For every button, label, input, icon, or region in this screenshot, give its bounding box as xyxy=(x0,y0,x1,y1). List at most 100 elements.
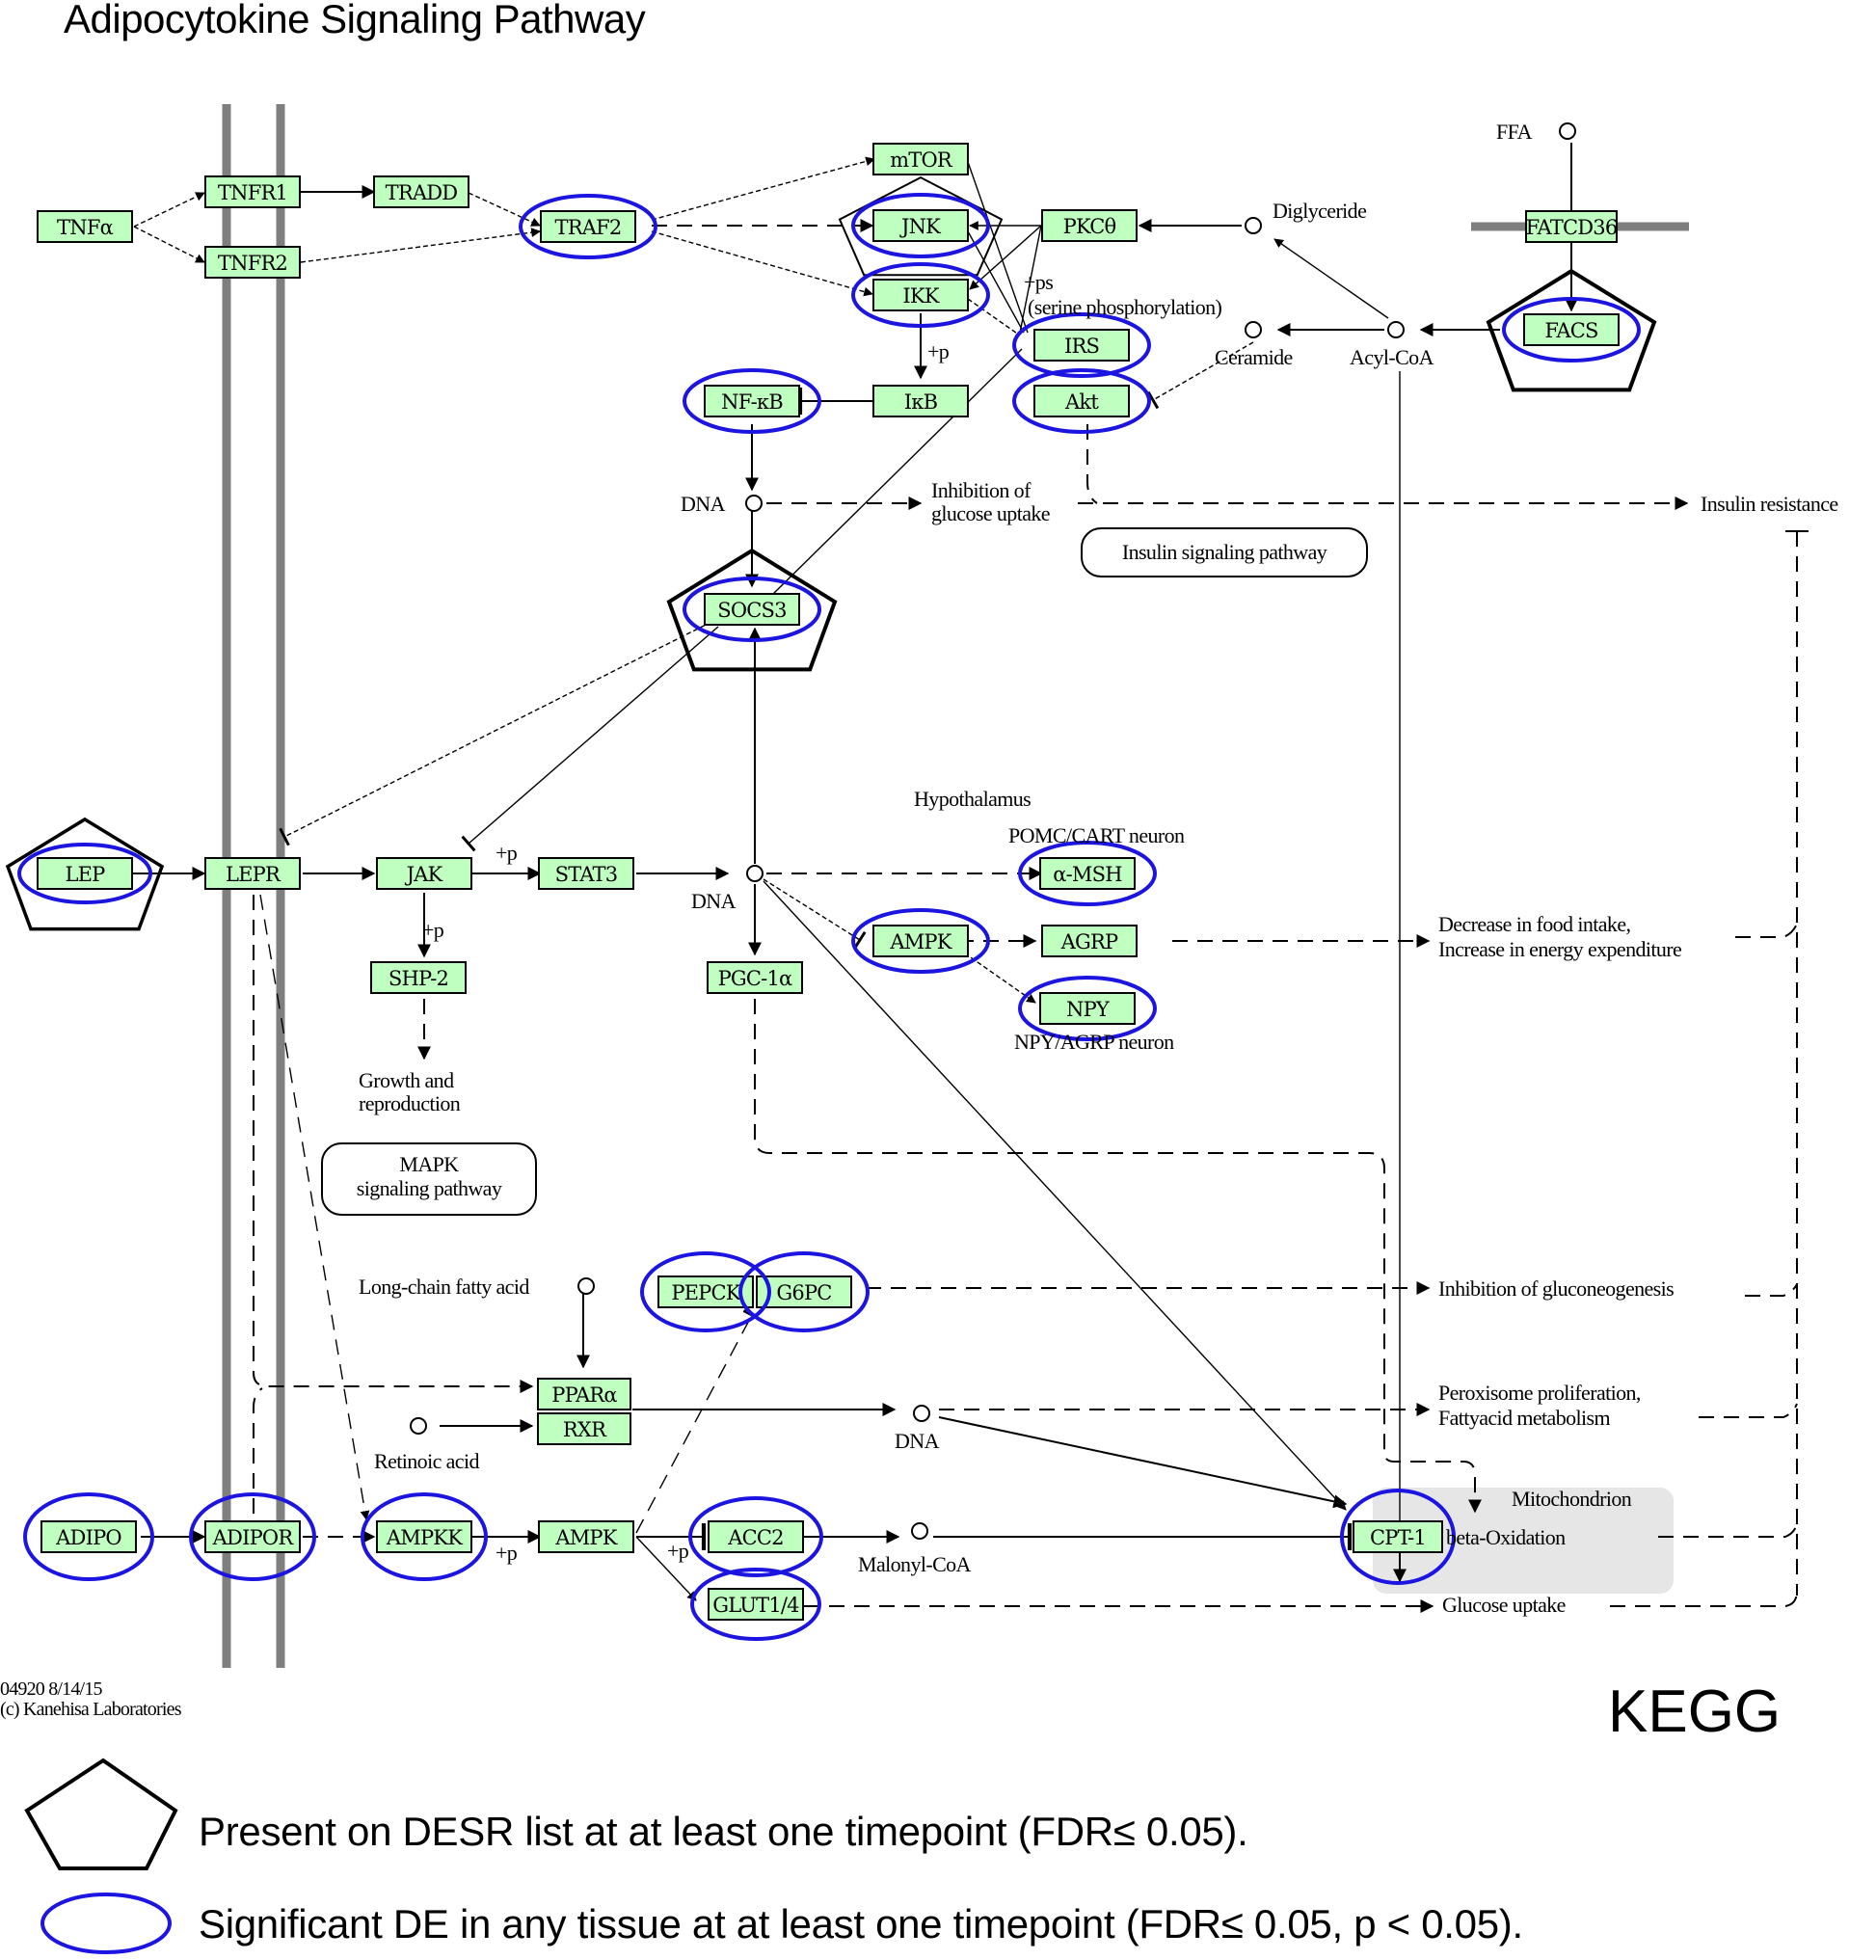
gene-box xyxy=(204,1520,301,1553)
edge-tradd-traf2 xyxy=(468,192,541,227)
compound-malonyl[interactable]: Malonyl-CoA xyxy=(858,1522,972,1576)
gene-node-jak[interactable]: JAK xyxy=(376,857,472,890)
compound-label: Retinoic acid xyxy=(374,1449,479,1473)
gene-label: TNFR2 xyxy=(218,252,287,275)
gene-label: IRS xyxy=(1064,335,1099,358)
gene-node-agrp[interactable]: AGRP xyxy=(1041,925,1138,957)
link-insulin-signaling-pathway[interactable]: Insulin signaling pathway xyxy=(1081,527,1368,577)
pathway-diagram: Insulin signaling pathway MAPK signaling… xyxy=(5,104,1838,1668)
gene-node-ppara[interactable]: PPARα xyxy=(537,1378,631,1410)
gene-node-socs3[interactable]: SOCS3 xyxy=(704,593,800,626)
gene-box xyxy=(40,1520,137,1553)
compound-dna2[interactable]: DNA xyxy=(691,865,764,913)
gene-node-tnfa[interactable]: TNFα xyxy=(37,210,133,243)
edge-gluconeo-column xyxy=(1745,1283,1798,1297)
gene-label: JNK xyxy=(899,215,941,238)
gene-node-lep[interactable]: LEP xyxy=(37,857,133,890)
desr-pentagon-marks xyxy=(5,175,1657,931)
gene-node-fatcd36[interactable]: FATCD36 xyxy=(1525,210,1619,243)
label-p-jak: +p xyxy=(496,841,518,865)
compound-retinoic[interactable]: Retinoic acid xyxy=(374,1417,480,1473)
gene-node-amsh[interactable]: α-MSH xyxy=(1039,857,1136,890)
edge-traf2-mtor xyxy=(651,156,875,221)
gene-node-akt[interactable]: Akt xyxy=(1033,385,1130,417)
gene-node-stat3[interactable]: STAT3 xyxy=(538,857,634,890)
gene-box xyxy=(1353,1520,1443,1553)
gene-node-adipor[interactable]: ADIPOR xyxy=(204,1520,301,1553)
gene-box xyxy=(37,857,133,890)
gene-node-pepck[interactable]: PEPCK xyxy=(657,1275,754,1308)
edge-betaox-column xyxy=(1658,1522,1798,1538)
gene-node-rxr[interactable]: RXR xyxy=(537,1412,631,1445)
gene-node-adipo[interactable]: ADIPO xyxy=(40,1520,137,1553)
de-ellipse-amsh xyxy=(1018,841,1157,906)
edge-tnfa-tnfr2 xyxy=(133,226,205,263)
gene-node-ikk[interactable]: IKK xyxy=(872,279,969,311)
gene-node-ikb[interactable]: IκB xyxy=(872,385,969,417)
compound-lcfa[interactable]: Long-chain fatty acid xyxy=(359,1275,595,1299)
label-inhibition-glucose-2: glucose uptake xyxy=(931,501,1050,525)
compound-ffa[interactable]: FFA xyxy=(1496,120,1576,144)
gene-node-pgc1a[interactable]: PGC-1α xyxy=(707,961,803,994)
gene-node-ampk_hyp[interactable]: AMPK xyxy=(872,925,969,957)
kegg-logo: KEGG xyxy=(1608,1678,1782,1745)
gene-box xyxy=(756,1275,852,1308)
gene-node-tnfr2[interactable]: TNFR2 xyxy=(204,246,301,279)
gene-node-tradd[interactable]: TRADD xyxy=(373,175,469,208)
edge-ampk-pepck xyxy=(635,1309,762,1534)
gene-box xyxy=(872,925,969,957)
gene-label: RXR xyxy=(563,1418,607,1441)
copyright: (c) Kanehisa Laboratories xyxy=(0,1699,181,1720)
gene-node-npy[interactable]: NPY xyxy=(1039,992,1136,1025)
compound-label: Diglyceride xyxy=(1273,199,1366,223)
gene-box xyxy=(376,857,472,890)
link-mapk-signaling-pathway[interactable]: MAPK signaling pathway xyxy=(321,1142,537,1216)
edge-pgc1a-cpt1 xyxy=(754,999,1482,1514)
gene-box xyxy=(538,1520,634,1553)
compound-label: Malonyl-CoA xyxy=(858,1552,972,1576)
gene-node-facs[interactable]: FACS xyxy=(1523,313,1620,346)
desr-pentagon-facs xyxy=(1486,268,1657,392)
gene-label: FACS xyxy=(1544,319,1597,342)
gene-node-tnfr1[interactable]: TNFR1 xyxy=(204,175,301,208)
gene-box xyxy=(204,857,301,890)
gene-node-acc2[interactable]: ACC2 xyxy=(708,1520,804,1553)
edge-lepr-ppar xyxy=(253,895,534,1393)
label-glucose-uptake: Glucose uptake xyxy=(1442,1593,1566,1617)
de-ellipse-cpt1 xyxy=(1340,1489,1456,1585)
gene-node-shp2[interactable]: SHP-2 xyxy=(370,961,467,994)
gene-node-cpt1[interactable]: CPT-1 xyxy=(1353,1520,1443,1553)
gene-box xyxy=(370,961,467,994)
gene-box xyxy=(707,961,803,994)
gene-node-glut14[interactable]: GLUT1/4 xyxy=(708,1588,804,1621)
edge-jnk-irs xyxy=(967,230,1025,334)
gene-box xyxy=(1041,925,1138,957)
compound-diglyceride[interactable]: Diglyceride xyxy=(1245,199,1367,234)
gene-node-pkctheta[interactable]: PKCθ xyxy=(1041,209,1138,242)
de-ellipse-socs3 xyxy=(683,577,821,642)
gene-node-nfkb[interactable]: NF-κB xyxy=(704,385,800,417)
compound-dna1[interactable]: DNA xyxy=(681,492,763,516)
gene-node-traf2[interactable]: TRAF2 xyxy=(540,210,636,243)
gene-box xyxy=(1523,313,1620,346)
edge-ikk-irs xyxy=(967,298,1021,336)
gene-label: PEPCK xyxy=(671,1281,740,1304)
gene-box xyxy=(657,1275,754,1308)
compound-ceramide[interactable]: Ceramide xyxy=(1215,321,1293,369)
gene-node-irs[interactable]: IRS xyxy=(1033,329,1130,362)
gene-node-lepr[interactable]: LEPR xyxy=(204,857,301,890)
compound-dna3[interactable]: DNA xyxy=(895,1405,940,1453)
label-growth-1: Growth and xyxy=(359,1068,454,1092)
legend-de-text: Significant DE in any tissue at at least… xyxy=(199,1901,1523,1947)
link-insulin-label: Insulin signaling pathway xyxy=(1122,540,1327,564)
gene-node-ampk_low[interactable]: AMPK xyxy=(538,1520,634,1553)
compound-circle xyxy=(1559,122,1576,140)
de-ellipse-g6pc xyxy=(738,1251,870,1332)
gene-node-mtor[interactable]: mTOR xyxy=(872,143,969,175)
gene-node-jnk[interactable]: JNK xyxy=(872,209,969,242)
gene-node-g6pc[interactable]: G6PC xyxy=(756,1275,852,1308)
compound-acylcoa[interactable]: Acyl-CoA xyxy=(1350,321,1434,369)
label-food-1: Decrease in food intake, xyxy=(1438,912,1630,936)
gene-node-ampkk[interactable]: AMPKK xyxy=(376,1520,472,1553)
label-ps: +ps xyxy=(1024,270,1053,294)
